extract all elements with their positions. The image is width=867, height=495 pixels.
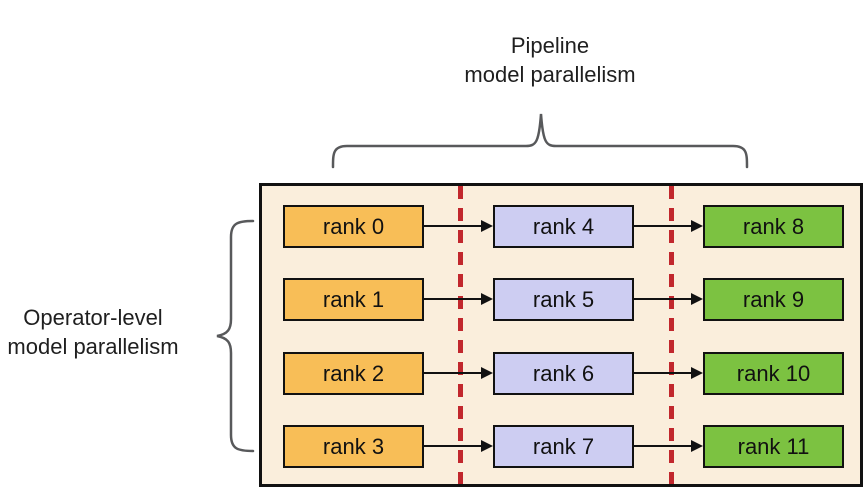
top-brace xyxy=(331,113,749,169)
box-rank-8: rank 8 xyxy=(703,205,844,248)
arrow-rank3-to-rank7 xyxy=(424,440,493,452)
arrow-rank6-to-rank10 xyxy=(634,367,703,379)
parallelism-grid-container: rank 0 rank 4 rank 8 rank 1 rank 5 rank … xyxy=(259,183,863,487)
box-rank-5: rank 5 xyxy=(493,278,634,321)
left-brace xyxy=(216,219,255,453)
arrow-rank5-to-rank9 xyxy=(634,293,703,305)
box-rank-6: rank 6 xyxy=(493,352,634,395)
arrow-rank7-to-rank11 xyxy=(634,440,703,452)
box-rank-0: rank 0 xyxy=(283,205,424,248)
box-rank-7: rank 7 xyxy=(493,425,634,468)
arrow-rank1-to-rank5 xyxy=(424,293,493,305)
pipeline-parallelism-label: Pipeline model parallelism xyxy=(400,31,700,89)
operator-parallelism-label-line1: Operator-level xyxy=(23,305,163,330)
pipeline-parallelism-label-line1: Pipeline xyxy=(510,33,590,58)
arrow-rank0-to-rank4 xyxy=(424,220,493,232)
box-rank-4: rank 4 xyxy=(493,205,634,248)
arrow-rank4-to-rank8 xyxy=(634,220,703,232)
operator-parallelism-label-line2: model parallelism xyxy=(7,334,179,359)
pipeline-stage-divider-1 xyxy=(458,186,463,484)
box-rank-2: rank 2 xyxy=(283,352,424,395)
box-rank-3: rank 3 xyxy=(283,425,424,468)
pipeline-stage-divider-2 xyxy=(669,186,674,484)
box-rank-10: rank 10 xyxy=(703,352,844,395)
box-rank-1: rank 1 xyxy=(283,278,424,321)
operator-parallelism-label: Operator-level model parallelism xyxy=(0,303,186,361)
box-rank-9: rank 9 xyxy=(703,278,844,321)
arrow-rank2-to-rank6 xyxy=(424,367,493,379)
pipeline-parallelism-label-line2: model parallelism xyxy=(464,62,636,87)
box-rank-11: rank 11 xyxy=(703,425,844,468)
